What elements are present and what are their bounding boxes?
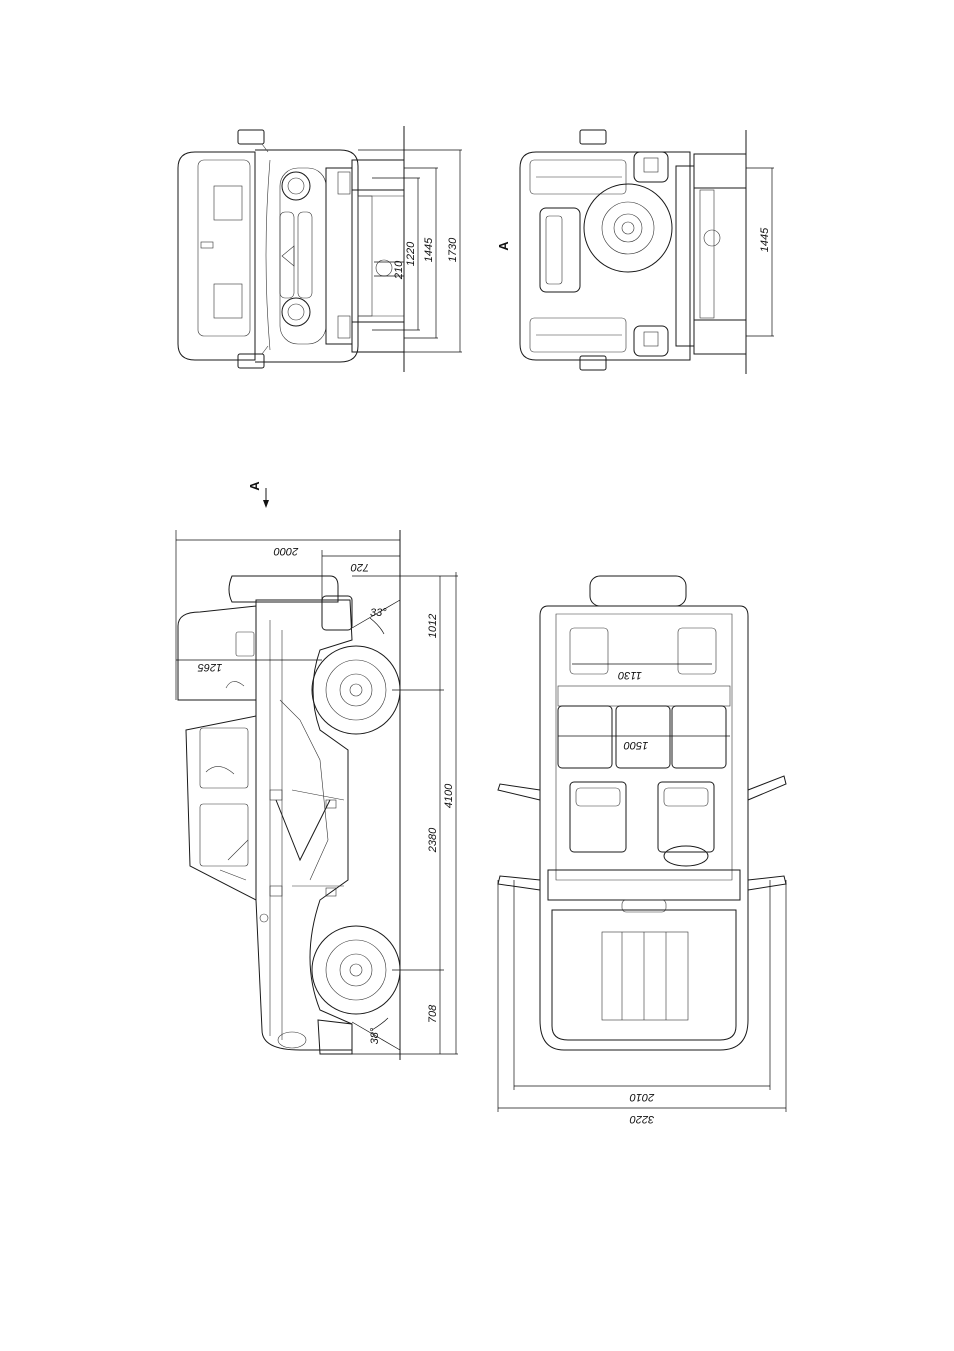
- dim-body-width: 2010: [629, 1091, 655, 1103]
- dim-track-inner: 1220: [405, 241, 417, 266]
- rear-view: [520, 130, 774, 374]
- dim-wheelbase: 2380: [427, 827, 439, 853]
- view-label-a: A: [496, 241, 511, 251]
- dim-rear-seat-width: 1130: [617, 669, 642, 681]
- dim-front-track: 1445: [423, 237, 435, 262]
- dim-length: 4100: [443, 783, 455, 808]
- dim-clearance: 210: [393, 260, 405, 280]
- dim-height: 2000: [273, 545, 299, 557]
- dim-rear-track: 1445: [759, 227, 771, 252]
- view-arrow: [263, 488, 269, 508]
- dim-rear-seat: 1265: [197, 661, 222, 673]
- top-view: [498, 576, 786, 1112]
- dim-departure-angle: 38°: [369, 1027, 381, 1044]
- front-view: [178, 126, 462, 372]
- dim-seat-row-width: 1500: [623, 739, 648, 751]
- side-view: [176, 530, 458, 1060]
- view-arrow-label: A: [247, 481, 262, 491]
- dim-width-mirrors: 3220: [629, 1113, 654, 1125]
- dim-width: 1730: [447, 237, 459, 262]
- dim-rear-overhang: 708: [427, 1004, 439, 1023]
- dim-overhang-top: 720: [350, 561, 369, 573]
- dim-approach-angle: 33°: [370, 607, 387, 619]
- dim-front-overhang: 1012: [427, 614, 439, 638]
